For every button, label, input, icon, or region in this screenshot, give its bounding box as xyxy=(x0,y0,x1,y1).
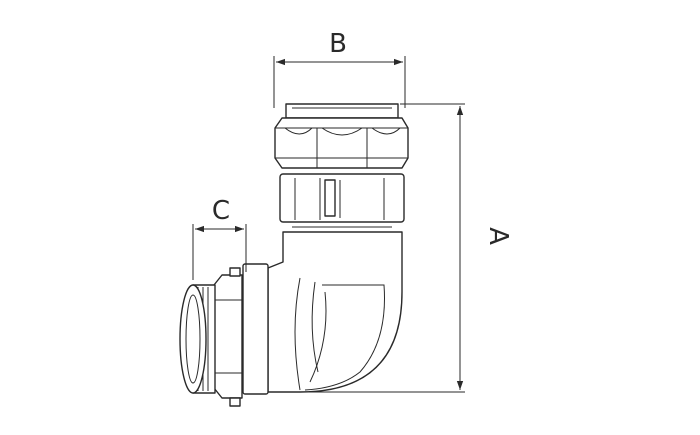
clamp-ring xyxy=(279,173,405,228)
dimension-c: C xyxy=(192,196,247,280)
threaded-end xyxy=(179,263,269,407)
dimension-label-a: A xyxy=(483,227,513,245)
dimension-b: B xyxy=(273,29,406,108)
hex-nut xyxy=(274,103,409,169)
dimension-label-b: B xyxy=(329,29,347,59)
elbow-body xyxy=(267,231,403,393)
dimension-a: A xyxy=(270,103,513,393)
dimension-label-c: C xyxy=(212,196,230,226)
